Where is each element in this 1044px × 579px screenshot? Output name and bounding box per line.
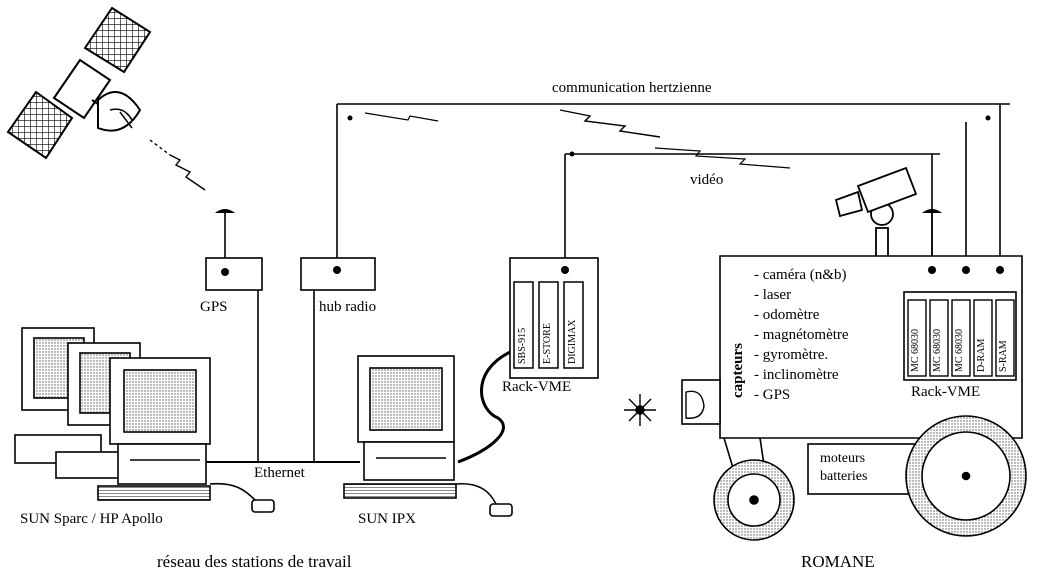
communication-label: communication hertzienne	[552, 80, 712, 96]
network-caption: réseau des stations de travail	[157, 552, 352, 571]
rack-card-mc68030-2: MC 68030	[932, 328, 943, 372]
sun-ipx-label: SUN IPX	[358, 511, 416, 527]
rack-card-estore: E-STORE	[542, 323, 553, 364]
vme-cable	[457, 350, 511, 464]
sun-sparc-label: SUN Sparc / HP Apollo	[20, 511, 163, 527]
batteries-label: batteries	[820, 469, 868, 484]
ethernet-label: Ethernet	[254, 465, 305, 481]
front-wheel	[713, 437, 795, 541]
hub-radio-label: hub radio	[319, 299, 377, 315]
rack-card-dram: D-RAM	[976, 338, 987, 372]
rack-vme-left-label: Rack-VME	[502, 379, 572, 395]
rack-card-sram: S-RAM	[998, 340, 1009, 372]
laser-burst-icon	[624, 394, 656, 426]
gps-box	[205, 209, 263, 452]
satellite-icon	[6, 6, 152, 160]
sensor-laser: - laser	[754, 287, 792, 303]
hub-radio-box	[300, 257, 376, 452]
rack-card-mc68030-3: MC 68030	[954, 328, 965, 372]
rack-card-digimax: DIGIMAX	[567, 319, 578, 364]
sensor-odometre: - odomètre	[754, 307, 820, 323]
radio-link-nodes	[347, 115, 991, 157]
camera-icon	[834, 166, 918, 259]
satellite-signal-icon	[149, 139, 206, 191]
rack-vme-right-label: Rack-VME	[911, 384, 981, 400]
rack-card-sbs915: SBS-915	[517, 327, 528, 364]
sensor-magnetometre: - magnétomètre	[754, 327, 849, 343]
workstation-sun-ipx	[343, 355, 513, 517]
robot-caption: ROMANE	[801, 552, 875, 571]
workstation-sun-sparc	[14, 327, 275, 513]
rear-wheel	[905, 415, 1027, 537]
capteurs-label: capteurs	[730, 343, 746, 398]
sensor-gps: - GPS	[754, 387, 791, 403]
video-label: vidéo	[690, 172, 724, 188]
sensor-camera: - caméra (n&b)	[754, 267, 847, 283]
rack-card-mc68030-1: MC 68030	[910, 328, 921, 372]
sensor-inclinometre: - inclinomètre	[754, 367, 839, 383]
sensor-gyrometre: - gyromètre.	[754, 347, 829, 363]
moteurs-label: moteurs	[820, 451, 866, 466]
rack-vme-left	[509, 257, 599, 379]
gps-label: GPS	[200, 299, 228, 315]
